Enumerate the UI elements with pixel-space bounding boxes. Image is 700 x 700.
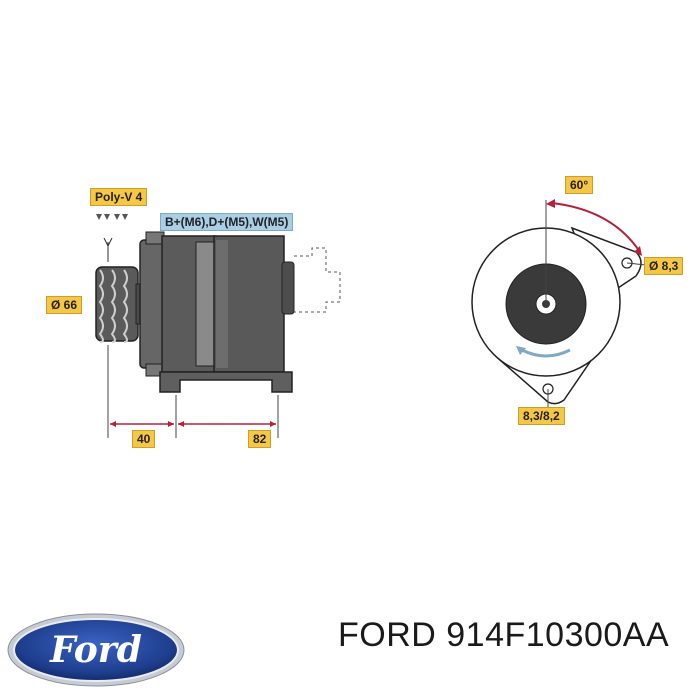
stator-body [161, 235, 295, 373]
diameter-label: Ø 66 [46, 296, 83, 314]
terminals-label: B+(M6),D+(M5),W(M5) [160, 213, 294, 231]
poly-v-label: Poly-V 4 [90, 188, 148, 206]
dimension-lines [107, 345, 279, 438]
poly-v-ticks [96, 214, 128, 220]
connector-outline [294, 247, 341, 313]
alternator-front-view [471, 199, 657, 408]
dim-40-label: 40 [132, 430, 156, 448]
bottom-hole-label: 8,3/8,2 [518, 407, 565, 425]
ford-logo-text: Ford [49, 629, 142, 671]
alternator-diagram [95, 199, 657, 438]
ford-logo: Ford [7, 613, 185, 687]
part-number: FORD 914F10300AA [338, 616, 670, 654]
mounting-feet [159, 371, 293, 393]
dim-82-label: 82 [248, 430, 272, 448]
hole-diameter-label: Ø 8,3 [644, 257, 684, 275]
rotation-arrow [521, 348, 571, 358]
angle-arc [551, 202, 641, 253]
alternator-side-view [95, 214, 341, 393]
angle-label: 60° [565, 176, 594, 194]
